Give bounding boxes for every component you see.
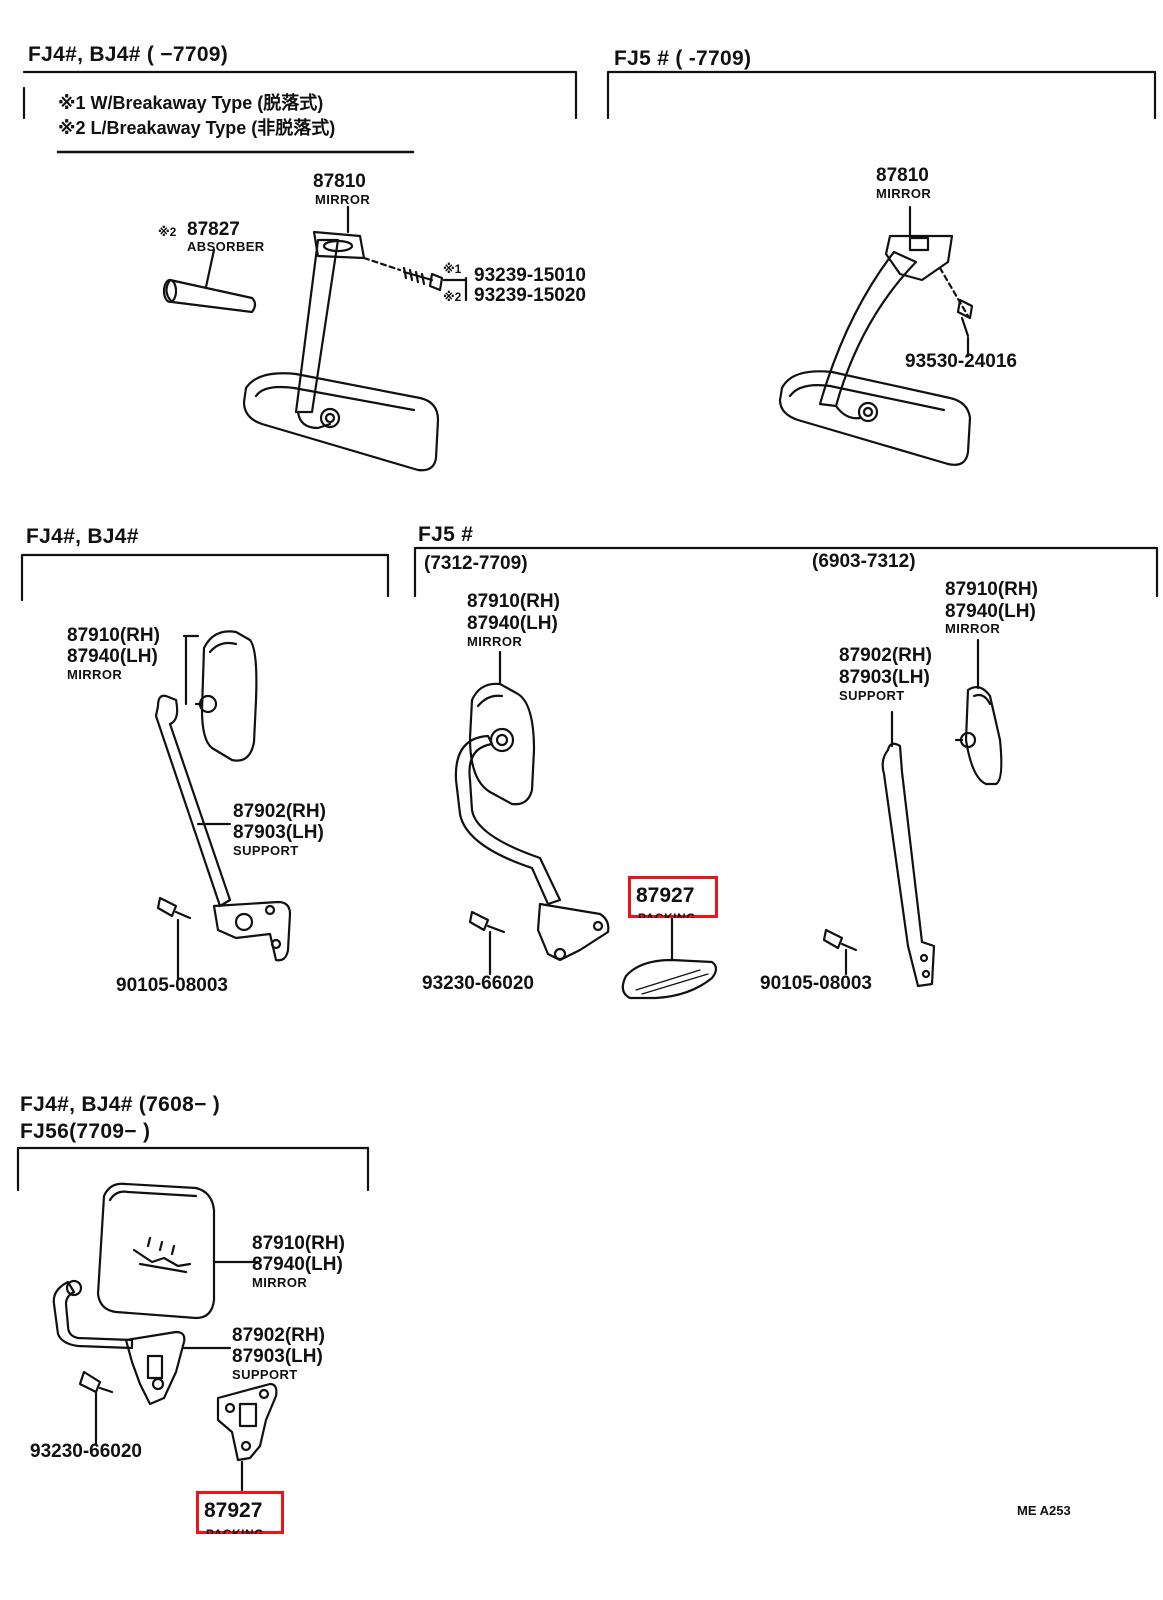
part-name-mirror-mr2: MIRROR [945, 621, 1001, 636]
part-name-packing-bottom: PACKING [206, 1527, 264, 1534]
side-mirror-illustration-bottom [52, 1182, 260, 1446]
note-1-mark: ※1 [58, 93, 86, 113]
part-number-87940-lh-mr2: 87940(LH) [945, 601, 1036, 622]
absorber-mark: ※2 [158, 225, 177, 239]
highlight-box-87927-middle [628, 876, 718, 918]
absorber-87827-illustration [162, 248, 257, 314]
part-number-87940-lh-bottom: 87940(LH) [252, 1254, 343, 1275]
part-number-87927-bottom: 87927 [204, 1499, 263, 1522]
side-mirror-illustration-middle-left [154, 630, 292, 980]
panel-frame-bottom [16, 1146, 370, 1192]
part-number-87940-lh-ml: 87940(LH) [67, 646, 158, 667]
highlight-box-87927-bottom [196, 1491, 284, 1534]
part-number-87940-lh-mr1: 87940(LH) [467, 613, 558, 634]
panel-header-top-left: FJ4#, BJ4# ( −7709) [28, 43, 229, 66]
part-number-87810-left: 87810 [313, 171, 366, 192]
part-number-87910-rh-ml: 87910(RH) [67, 625, 160, 646]
packing-87927-illustration-middle [621, 914, 718, 1000]
panel-header-top-right: FJ5 # ( -7709) [614, 47, 752, 70]
packing-87927-illustration-bottom [216, 1382, 278, 1492]
mirror-87810-illustration-right [778, 234, 974, 466]
panel-header-middle-left: FJ4#, BJ4# [26, 525, 139, 548]
screw-93239-illustration [362, 256, 468, 302]
part-name-support-mr2: SUPPORT [839, 688, 905, 703]
part-name-mirror-left: MIRROR [315, 192, 371, 207]
part-name-mirror-mr1: MIRROR [467, 634, 523, 649]
panel-frame-top-left [22, 70, 578, 120]
mirror-87810-illustration-left [242, 230, 440, 472]
note-1: ※1 W/Breakaway Type (脱落式) [58, 94, 323, 112]
part-number-93239-15020: 93239-15020 [474, 285, 586, 306]
note-2: ※2 L/Breakaway Type (非脱落式) [58, 119, 335, 137]
part-number-93530-24016: 93530-24016 [905, 351, 1017, 372]
part-number-93230-66020-bottom: 93230-66020 [30, 1441, 142, 1462]
part-number-87910-rh-mr2: 87910(RH) [945, 579, 1038, 600]
screw-1-mark: ※1 [443, 262, 462, 276]
panel-header-middle-right: FJ5 # [418, 523, 474, 546]
part-number-87910-rh-mr1: 87910(RH) [467, 591, 560, 612]
part-name-mirror-right: MIRROR [876, 186, 932, 201]
note-2-mark: ※2 [58, 118, 86, 138]
note-2-text: L/Breakaway Type (非脱落式) [90, 118, 336, 138]
part-number-87903-lh-bottom: 87903(LH) [232, 1346, 323, 1367]
sub-header-7312-7709: (7312-7709) [424, 553, 528, 574]
panel-frame-middle-left [20, 553, 390, 602]
part-name-packing-middle: PACKING [638, 911, 696, 918]
part-name-absorber: ABSORBER [187, 239, 265, 254]
part-number-87902-rh-mr2: 87902(RH) [839, 645, 932, 666]
side-mirror-illustration-7312-7709 [454, 650, 610, 976]
part-number-90105-08003-ml: 90105-08003 [116, 975, 228, 996]
part-number-87810-right: 87810 [876, 165, 929, 186]
part-number-87902-rh-ml: 87902(RH) [233, 801, 326, 822]
part-number-90105-08003-mr: 90105-08003 [760, 973, 872, 994]
part-number-87910-rh-bottom: 87910(RH) [252, 1233, 345, 1254]
panel-header-bottom-line1: FJ4#, BJ4# (7608− ) [20, 1093, 221, 1116]
sub-header-6903-7312: (6903-7312) [812, 551, 916, 572]
part-number-87902-rh-bottom: 87902(RH) [232, 1325, 325, 1346]
part-number-87903-lh-ml: 87903(LH) [233, 822, 324, 843]
part-name-mirror-bottom: MIRROR [252, 1275, 308, 1290]
part-number-93230-66020-mr: 93230-66020 [422, 973, 534, 994]
part-number-87927-middle: 87927 [636, 884, 695, 907]
part-number-87827: 87827 [187, 219, 240, 240]
part-name-mirror-ml: MIRROR [67, 667, 123, 682]
screw-2-mark: ※2 [443, 290, 462, 304]
part-number-93239-15010: 93239-15010 [474, 265, 586, 286]
part-name-support-ml: SUPPORT [233, 843, 299, 858]
side-mirror-illustration-6903-7312 [822, 638, 1003, 988]
panel-frame-top-right [606, 70, 1157, 120]
note-1-text: W/Breakaway Type (脱落式) [90, 93, 324, 113]
figure-code: ME A253 [1017, 1503, 1071, 1518]
panel-header-bottom-line2: FJ56(7709− ) [20, 1120, 151, 1143]
part-name-support-bottom: SUPPORT [232, 1367, 298, 1382]
part-number-87903-lh-mr2: 87903(LH) [839, 667, 930, 688]
panel-frame-middle-right [413, 546, 1159, 598]
